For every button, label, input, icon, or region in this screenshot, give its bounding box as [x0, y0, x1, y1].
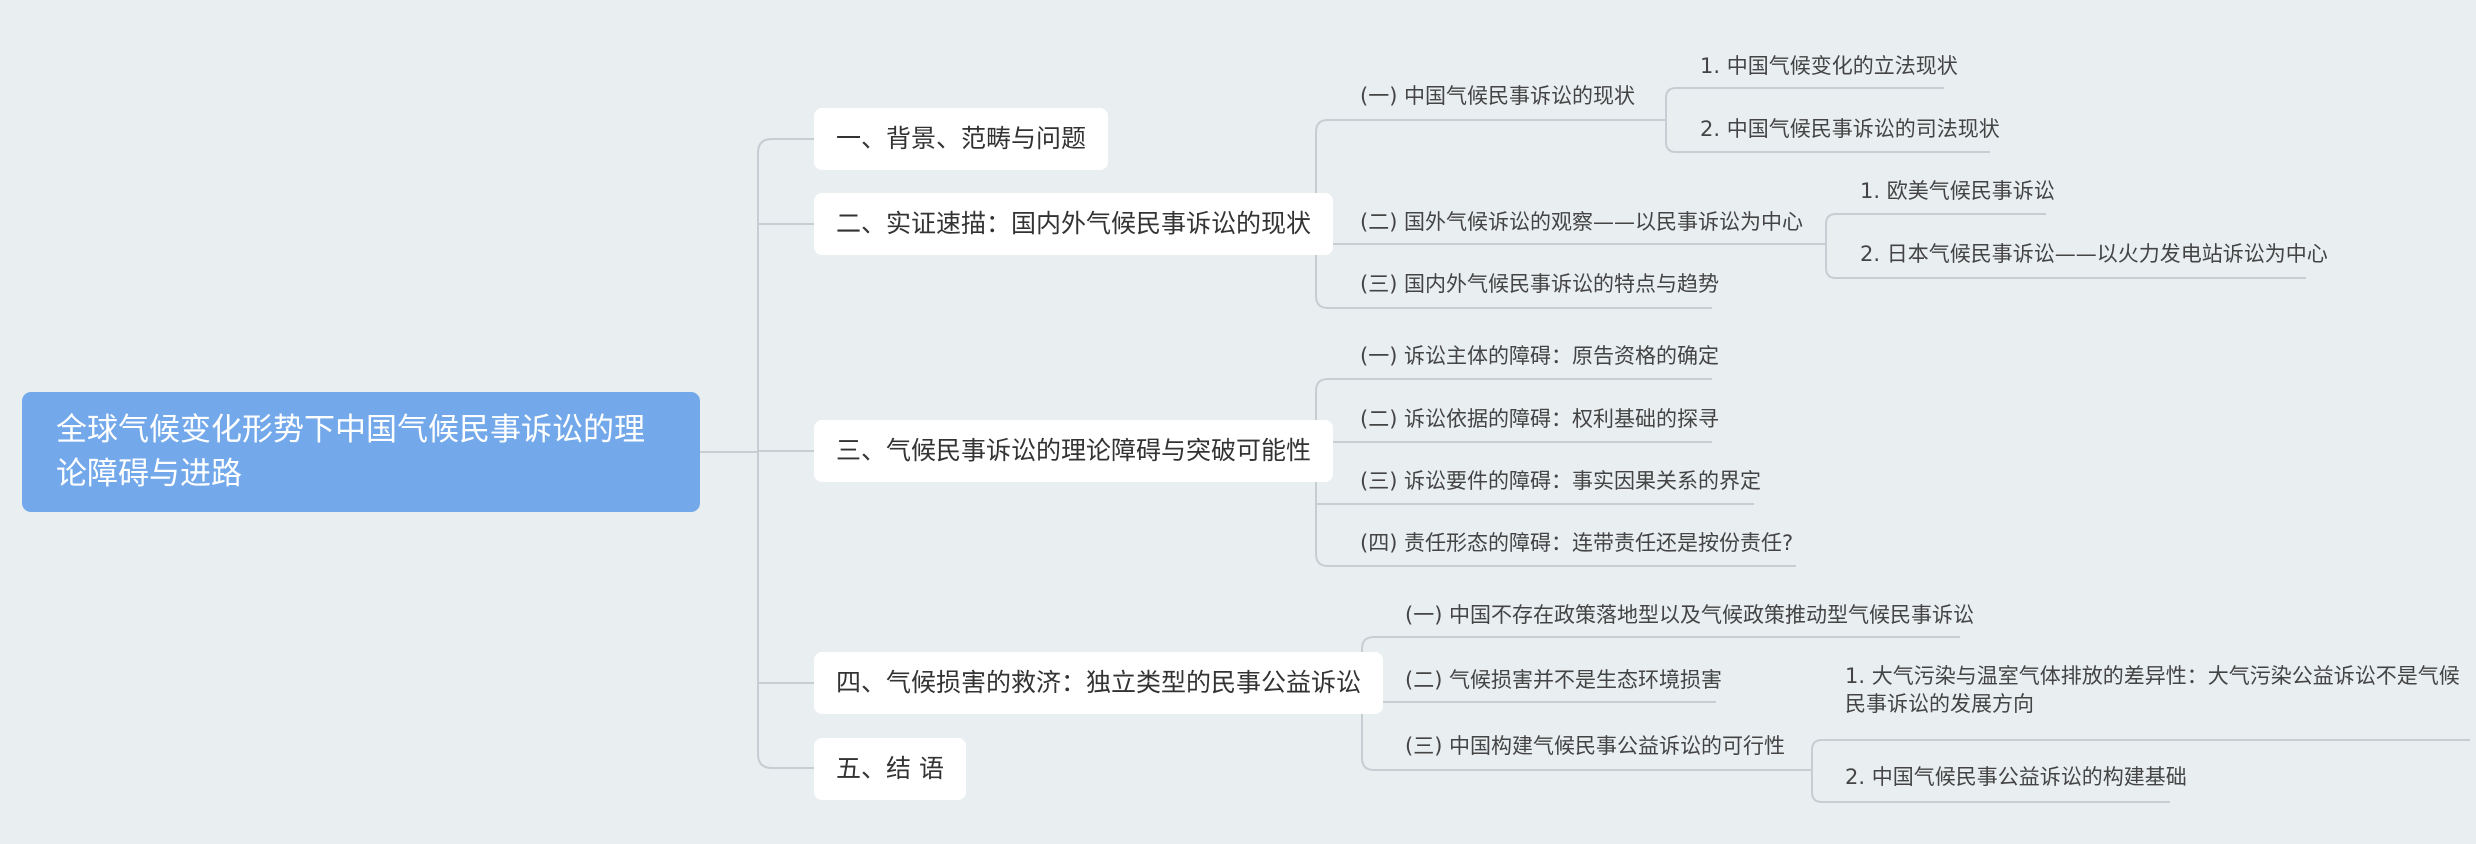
branch-1-topic[interactable]: 一、背景、范畴与问题 — [814, 108, 1109, 170]
connector-line-24 — [1825, 213, 1837, 225]
b2-sub2-item1[interactable]: 1. 欧美气候民事诉讼 — [1860, 179, 2055, 203]
connector-line-25 — [1825, 267, 1837, 279]
connector-line-46 — [1811, 791, 1823, 803]
connector-line-18 — [1665, 87, 1677, 99]
connector-line-12 — [1315, 295, 1329, 309]
branch-2-topic[interactable]: 二、实证速描：国内外气候民事诉讼的现状 — [814, 193, 1334, 255]
b2-sub3[interactable]: (三) 国内外气候民事诉讼的特点与趋势 — [1360, 272, 1720, 296]
b4-sub3[interactable]: (三) 中国构建气候民事公益诉讼的可行性 — [1405, 734, 1786, 758]
b3-sub2[interactable]: (二) 诉讼依据的障碍：权利基础的探寻 — [1360, 407, 1720, 431]
b3-sub4[interactable]: (四) 责任形态的障碍：连带责任还是按份责任? — [1360, 531, 1794, 555]
connector-line-38 — [1361, 636, 1375, 650]
b2-sub1-item2[interactable]: 2. 中国气候民事诉讼的司法现状 — [1700, 117, 2000, 141]
connector-line-11 — [1315, 119, 1329, 133]
connector-line-45 — [1811, 739, 1823, 751]
connector-line-2 — [757, 138, 773, 154]
b2-sub1-item1[interactable]: 1. 中国气候变化的立法现状 — [1700, 54, 1958, 78]
branch-3-topic[interactable]: 三、气候民事诉讼的理论障碍与突破可能性 — [814, 420, 1334, 482]
connector-line-19 — [1665, 141, 1677, 153]
connector-line-31 — [1315, 553, 1329, 567]
b2-sub2[interactable]: (二) 国外气候诉讼的观察——以民事诉讼为中心 — [1360, 210, 1804, 234]
connector-line-3 — [757, 753, 773, 769]
b4-sub1[interactable]: (一) 中国不存在政策落地型以及气候政策推动型气候民事诉讼 — [1405, 603, 1975, 627]
b4-sub2[interactable]: (二) 气候损害并不是生态环境损害 — [1405, 668, 1723, 692]
root-topic[interactable]: 全球气候变化形势下中国气候民事诉讼的理论障碍与进路 — [22, 392, 700, 512]
b4-sub3-item2[interactable]: 2. 中国气候民事公益诉讼的构建基础 — [1845, 765, 2187, 789]
b3-sub3[interactable]: (三) 诉讼要件的障碍：事实因果关系的界定 — [1360, 469, 1762, 493]
branch-5-topic[interactable]: 五、结 语 — [814, 738, 966, 800]
branch-4-topic[interactable]: 四、气候损害的救济：独立类型的民事公益诉讼 — [814, 652, 1384, 714]
b2-sub2-item2[interactable]: 2. 日本气候民事诉讼——以火力发电站诉讼为中心 — [1860, 242, 2328, 266]
connector-line-30 — [1315, 378, 1329, 392]
b3-sub1[interactable]: (一) 诉讼主体的障碍：原告资格的确定 — [1360, 344, 1720, 368]
b2-sub1[interactable]: (一) 中国气候民事诉讼的现状 — [1360, 84, 1636, 108]
connector-line-39 — [1361, 757, 1375, 771]
b4-sub3-item1[interactable]: 1. 大气污染与温室气体排放的差异性：大气污染公益诉讼不是气候民事诉讼的发展方向 — [1845, 664, 2460, 716]
